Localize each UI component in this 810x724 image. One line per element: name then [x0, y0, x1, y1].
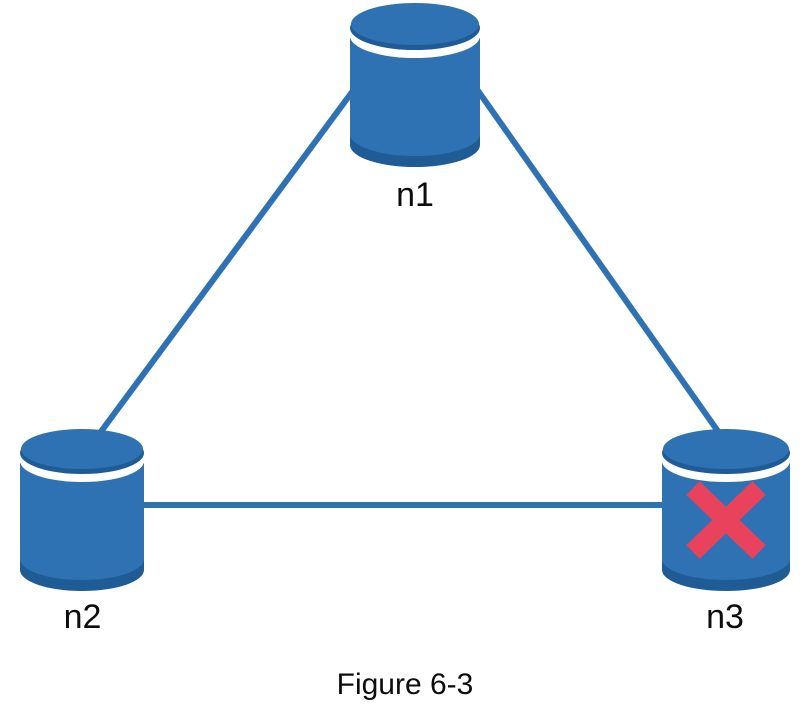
database-cylinder-icon: [350, 3, 480, 167]
edge-n1-n3: [473, 86, 725, 439]
node-n1[interactable]: [350, 3, 480, 167]
figure-caption: Figure 6-3: [336, 668, 474, 701]
database-cylinder-icon: [20, 429, 144, 591]
red-x-icon: [686, 481, 766, 559]
node-n2[interactable]: [20, 429, 144, 591]
node-label-n3: n3: [706, 598, 744, 636]
node-label-n1: n1: [396, 176, 434, 214]
edge-n1-n2: [94, 86, 358, 439]
node-label-n2: n2: [63, 598, 102, 636]
node-n3[interactable]: [662, 429, 790, 591]
edge-group: [94, 86, 725, 508]
